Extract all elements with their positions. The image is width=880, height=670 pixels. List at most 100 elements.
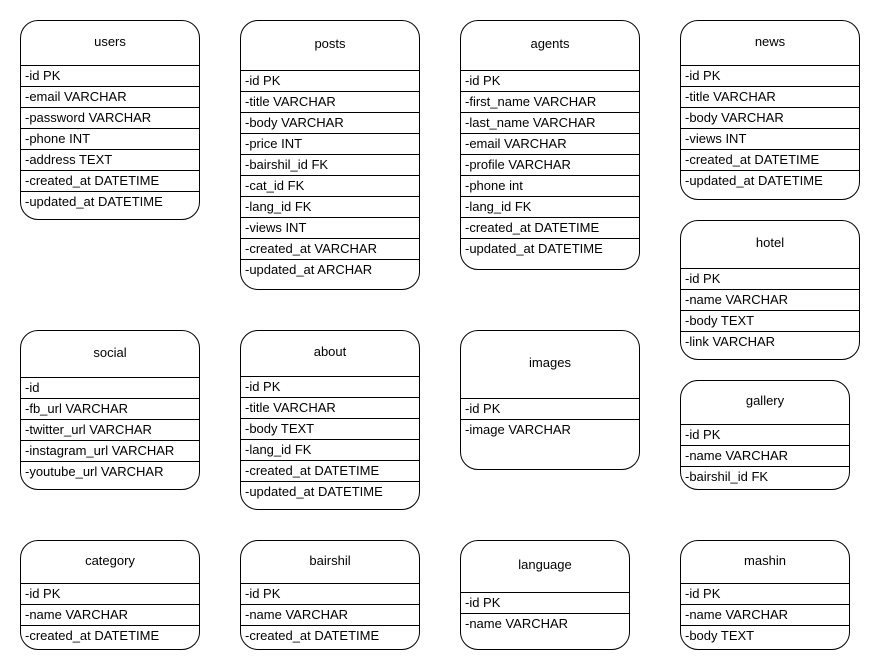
entity-attribute: -created_at DATETIME bbox=[681, 150, 859, 171]
entity-divider bbox=[681, 424, 849, 425]
entity-social: social -id-fb_url VARCHAR-twitter_url VAR… bbox=[20, 330, 200, 490]
entity-attribute: -name VARCHAR bbox=[465, 616, 569, 631]
entity-title: bairshil bbox=[309, 552, 351, 568]
entity-attribute: -email VARCHAR bbox=[461, 134, 639, 155]
entity-attribute: -instagram_url VARCHAR bbox=[21, 441, 199, 462]
entity-attribute: -email VARCHAR bbox=[21, 87, 199, 108]
entity-attribute: -fb_url VARCHAR bbox=[21, 399, 199, 420]
entity-divider bbox=[21, 65, 199, 66]
entity-attribute: -bairshil_id FK bbox=[685, 469, 769, 484]
entity-attribute: -title VARCHAR bbox=[241, 398, 419, 419]
entity-divider bbox=[681, 268, 859, 269]
entity-attribute: -id PK bbox=[21, 66, 199, 87]
entity-divider bbox=[461, 398, 639, 399]
entity-attribute: -twitter_url VARCHAR bbox=[21, 420, 199, 441]
entity-attribute: -created_at DATETIME bbox=[245, 628, 380, 643]
entity-bairshil: bairshil -id PK-name VARCHAR -created_at D… bbox=[240, 540, 420, 650]
entity-images: images -id PK -image VARCHAR bbox=[460, 330, 640, 470]
entity-title: posts bbox=[314, 36, 346, 51]
entity-mashin: mashin -id PK-name VARCHAR -body TEXT bbox=[680, 540, 850, 650]
entity-users: users -id PK-email VARCHAR-password VARCH… bbox=[20, 20, 200, 220]
entity-attribute: -cat_id FK bbox=[241, 176, 419, 197]
entity-attribute: -id PK bbox=[681, 66, 859, 87]
entity-title: agents bbox=[530, 36, 570, 51]
entity-attribute: -body VARCHAR bbox=[241, 113, 419, 134]
entity-attribute: -views INT bbox=[681, 129, 859, 150]
entity-attribute: -name VARCHAR bbox=[681, 290, 859, 311]
entity-attribute: -id bbox=[21, 378, 199, 399]
entity-attribute: -body TEXT bbox=[685, 628, 755, 643]
entity-divider bbox=[21, 583, 199, 584]
entity-attribute: -views INT bbox=[241, 218, 419, 239]
entity-attribute: -id PK bbox=[681, 584, 849, 605]
entity-category: category -id PK-name VARCHAR -created_at D… bbox=[20, 540, 200, 650]
entity-attribute: -id PK bbox=[241, 71, 419, 92]
entity-language: language -id PK -name VARCHAR bbox=[460, 540, 630, 650]
entity-attribute: -updated_at DATETIME bbox=[245, 484, 383, 499]
entity-gallery: gallery -id PK-name VARCHAR -bairshil_id F… bbox=[680, 380, 850, 490]
entity-about: about -id PK-title VARCHAR-body TEXT-lang… bbox=[240, 330, 420, 510]
entity-attribute: -id PK bbox=[461, 71, 639, 92]
entity-attribute: -id PK bbox=[461, 593, 629, 614]
entity-attribute: -address TEXT bbox=[21, 150, 199, 171]
entity-attribute: -name VARCHAR bbox=[241, 605, 419, 626]
entity-attribute: -last_name VARCHAR bbox=[461, 113, 639, 134]
entity-title: about bbox=[313, 344, 347, 359]
entity-attribute: -phone INT bbox=[21, 129, 199, 150]
entity-attribute: -first_name VARCHAR bbox=[461, 92, 639, 113]
entity-attribute: -id PK bbox=[681, 425, 849, 446]
entity-attribute: -updated_at DATETIME bbox=[685, 173, 823, 188]
entity-hotel: hotel -id PK-name VARCHAR-body TEXT -link … bbox=[680, 220, 860, 360]
entity-attribute: -password VARCHAR bbox=[21, 108, 199, 129]
entity-attribute: -body TEXT bbox=[241, 419, 419, 440]
entity-attribute: -image VARCHAR bbox=[465, 422, 571, 437]
entity-agents: agents -id PK-first_name VARCHAR-last_nam… bbox=[460, 20, 640, 270]
entity-attribute: -updated_at ARCHAR bbox=[245, 262, 373, 277]
entity-attribute: -body TEXT bbox=[681, 311, 859, 332]
entity-attribute: -id PK bbox=[461, 399, 639, 420]
entity-attribute: -title VARCHAR bbox=[681, 87, 859, 108]
entity-divider bbox=[241, 376, 419, 377]
entity-title: hotel bbox=[755, 235, 785, 250]
entity-attribute: -id PK bbox=[241, 584, 419, 605]
entity-attribute: -link VARCHAR bbox=[685, 334, 776, 349]
entity-attribute: -created_at DATETIME bbox=[25, 628, 160, 643]
entity-attribute: -id PK bbox=[681, 269, 859, 290]
entity-divider bbox=[681, 583, 849, 584]
entity-posts: posts-id PK-title VARCHAR-body VARCHAR-p… bbox=[240, 20, 420, 290]
entity-title: mashin bbox=[744, 552, 786, 568]
entity-attribute: -price INT bbox=[241, 134, 419, 155]
entity-attribute: -created_at DATETIME bbox=[461, 218, 639, 239]
entity-title: news bbox=[754, 33, 786, 49]
entity-attribute: -updated_at DATETIME bbox=[25, 194, 163, 209]
entity-title: category bbox=[85, 552, 135, 568]
entity-attribute: -created_at DATETIME bbox=[21, 171, 199, 192]
entity-news: news -id PK-title VARCHAR-body VARCHAR-vi… bbox=[680, 20, 860, 200]
entity-title: gallery bbox=[745, 393, 785, 408]
entity-attribute: -id PK bbox=[21, 584, 199, 605]
entity-attribute: -id PK bbox=[241, 377, 419, 398]
entity-attribute: -updated_at DATETIME bbox=[465, 241, 603, 256]
entity-attribute: -lang_id FK bbox=[461, 197, 639, 218]
entity-divider bbox=[21, 377, 199, 378]
entity-attribute: -created_at DATETIME bbox=[241, 461, 419, 482]
entity-attribute: -body VARCHAR bbox=[681, 108, 859, 129]
entity-divider bbox=[241, 70, 419, 71]
entity-attribute: -lang_id FK bbox=[241, 440, 419, 461]
entity-attribute: -name VARCHAR bbox=[681, 605, 849, 626]
entity-divider bbox=[681, 65, 859, 66]
entity-title: language bbox=[518, 557, 572, 572]
entity-attribute: -created_at VARCHAR bbox=[241, 239, 419, 260]
entity-attribute: -name VARCHAR bbox=[21, 605, 199, 626]
entity-title: social bbox=[93, 344, 127, 360]
entity-title: users bbox=[94, 33, 126, 49]
entity-attribute: -name VARCHAR bbox=[681, 446, 849, 467]
entity-attribute: -profile VARCHAR bbox=[461, 155, 639, 176]
entity-attribute: -bairshil_id FK bbox=[241, 155, 419, 176]
entity-attribute: -lang_id FK bbox=[241, 197, 419, 218]
entity-attribute: -youtube_url VARCHAR bbox=[25, 464, 164, 479]
entity-attribute: -phone int bbox=[461, 176, 639, 197]
entity-title: images bbox=[529, 355, 571, 370]
entity-divider bbox=[461, 70, 639, 71]
